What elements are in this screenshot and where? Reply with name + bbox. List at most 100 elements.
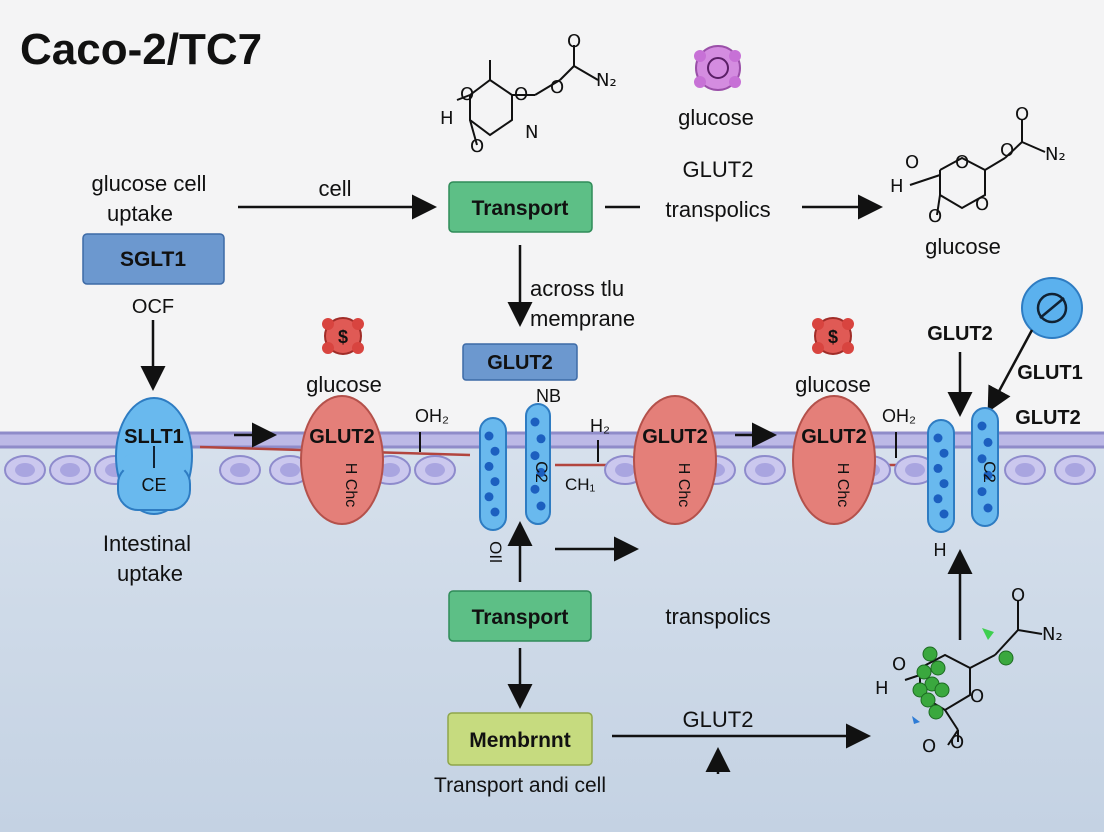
glucose-left-label: glucose <box>306 372 382 397</box>
atom-o-9: O <box>928 206 942 227</box>
slt1-label: SLLT1 <box>124 426 184 448</box>
channel-bead <box>536 501 546 511</box>
sglt1-box: SGLT1 <box>82 233 225 285</box>
channel-bead <box>977 487 987 497</box>
glut2-bottom-label: GLUT2 <box>683 707 754 732</box>
channel-bead <box>536 434 546 444</box>
channel-bead <box>484 431 494 441</box>
membrane-lipid-core <box>280 463 300 477</box>
glucose-icon-left: $ <box>322 317 364 355</box>
membrane-lipid-core <box>60 463 80 477</box>
atom-o-2: O <box>514 84 528 105</box>
atom-o-12: O <box>892 654 906 675</box>
h-right-label: H <box>934 540 947 560</box>
atom-o-10: O <box>1000 140 1014 161</box>
c2-label-1: C2 <box>532 461 551 483</box>
blue-channels <box>479 403 999 533</box>
channel-bead <box>530 417 540 427</box>
channel-left-a <box>479 417 507 531</box>
membrane-lipid-core <box>905 463 925 477</box>
channel-bead <box>530 451 540 461</box>
atom-n-1: N <box>525 122 538 143</box>
hchc-label-2: H Chc <box>675 463 692 507</box>
atom-o-14: O <box>922 736 936 757</box>
across-label: across tlu memprane <box>530 276 635 331</box>
atom-o-15: O <box>950 732 964 753</box>
atom-o-13: O <box>970 686 984 707</box>
sglt1-label: SGLT1 <box>120 248 186 271</box>
transport-andi-cell-label: Transport andi cell <box>434 774 606 797</box>
glut2-box: GLUT2 <box>462 343 578 381</box>
atom-o-7: O <box>955 152 969 173</box>
green-bead <box>916 664 932 680</box>
green-shard <box>982 628 994 640</box>
transport-bottom-label: Transport <box>472 606 569 629</box>
transport-bottom-box: Transport <box>448 590 592 642</box>
atom-o-3: O <box>470 136 484 157</box>
atom-o-8: O <box>975 194 989 215</box>
membrnt-box: Membrnnt <box>447 712 593 766</box>
membrane-lipid-core <box>15 463 35 477</box>
oh2-right-label: OH₂ <box>882 406 916 426</box>
channel-bead <box>530 484 540 494</box>
glut2-red-1-label: GLUT2 <box>309 426 375 448</box>
membrnt-label: Membrnnt <box>469 729 571 752</box>
green-bead <box>922 646 938 662</box>
channel-bead <box>983 503 993 513</box>
atom-o-4: O <box>550 77 564 98</box>
glut2-red-3-label: GLUT2 <box>801 426 867 448</box>
ce-label: CE <box>141 475 166 495</box>
glut2-transporter-1 <box>300 395 384 525</box>
channel-bead <box>490 507 500 517</box>
ocf-label: OCF <box>132 296 174 318</box>
channel-left-b <box>525 403 551 525</box>
h2-label: H₂ <box>590 416 610 436</box>
atom-o-16: O <box>1011 585 1025 606</box>
channel-bead <box>933 463 943 473</box>
glut2-transporter-3 <box>792 395 876 525</box>
transport-top-box: Transport <box>448 181 593 233</box>
membrane-lipid-core <box>230 463 250 477</box>
green-bead <box>998 650 1014 666</box>
glut2-right-lower-label: GLUT2 <box>1015 407 1081 429</box>
membrane-lipid-core <box>1065 463 1085 477</box>
atom-n2-2: N₂ <box>1045 144 1066 165</box>
oh2-left-label: OH₂ <box>415 406 449 426</box>
intestinal-uptake-label: Intestinal uptake <box>103 531 197 586</box>
green-bead <box>920 692 936 708</box>
membrane-lipid-core <box>1015 463 1035 477</box>
glucose-molecule-icon <box>694 45 741 91</box>
glut2-red-2-label: GLUT2 <box>642 426 708 448</box>
channel-bead <box>983 437 993 447</box>
atom-n2-1: N₂ <box>596 70 617 91</box>
atom-h-3: H <box>875 678 889 699</box>
atom-o-11: O <box>1015 104 1029 125</box>
c2-label-2: C2 <box>980 461 999 483</box>
green-bead <box>934 682 950 698</box>
arrow-from-icon <box>987 329 1034 413</box>
glut2-right-upper-label: GLUT2 <box>927 323 993 345</box>
glucose-top-center-label: glucose <box>678 105 754 130</box>
transport-top-label: Transport <box>472 197 569 220</box>
cell-label: cell <box>318 176 351 201</box>
glut2-transporter-2 <box>633 395 717 525</box>
dollar-icon: $ <box>338 327 348 347</box>
membrane-lipid-core <box>425 463 445 477</box>
glut2-top-label: GLUT2 <box>683 157 754 182</box>
glut1-right-label: GLUT1 <box>1017 362 1083 384</box>
blue-shard <box>912 716 920 724</box>
channel-bead <box>484 461 494 471</box>
glucose-right-top-label: glucose <box>925 234 1001 259</box>
channel-bead <box>933 433 943 443</box>
channel-bead <box>490 446 500 456</box>
atom-h-2: H <box>890 176 904 197</box>
green-bead <box>930 660 946 676</box>
channel-right-b <box>971 407 999 527</box>
glut2-box-label: GLUT2 <box>487 352 553 374</box>
channel-bead <box>977 421 987 431</box>
molecule-top-center <box>456 45 599 146</box>
channel-bead <box>484 492 494 502</box>
green-bead <box>912 682 928 698</box>
